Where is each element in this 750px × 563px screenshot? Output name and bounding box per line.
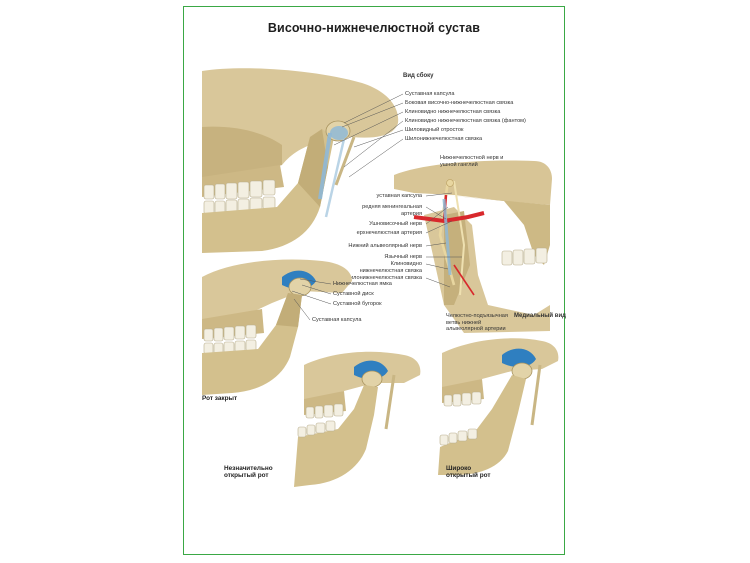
medial-label-4: ерхнечелюстная артерия [356,230,422,236]
lateral-label-2: Боковая височно-нижнечелюстная связка [405,100,514,106]
lateral-label-1: Суставная капсула [405,91,455,97]
lateral-label-5: Шиловидный отросток [405,127,464,133]
closed-label-2: Суставной диск [333,291,374,297]
medial-label-1: уставная капсула [376,193,422,199]
wide-open-illustration [438,338,559,475]
medial-label-5: Нижний альвеолярный нерв [348,243,422,249]
medial-bottom-label: Челюстно-подъязычная ветвь нижней альвео… [446,313,508,333]
medial-label-7: Клиновидно нижнечелюстная связка [359,261,422,274]
closed-mouth-illustration [202,259,352,395]
closed-capsule-label: Суставная капсула [312,317,362,323]
slightly-open-caption: Незначительно открытый рот [224,465,273,480]
closed-label-1: Нижнечелюстная ямка [333,281,392,287]
lateral-label-4: Клиновидно нижнечелюстная связка (фантом… [405,118,526,124]
wide-open-caption: Широко открытый рот [446,465,491,480]
page-title: Височно-нижнечелюстной сустав [267,21,481,35]
slightly-open-illustration [294,351,421,487]
medial-label-2: редняя менингеальная артерия [362,204,422,217]
medial-top-label: Нижнечелюстной нерв и ушной ганглий [440,155,504,168]
lateral-view-caption: Вид сбоку [403,73,434,79]
medial-label-6: Язычный нерв [384,254,422,260]
lateral-label-6: Шилонижнечелюстная связка [405,136,483,142]
poster-frame: Височно-нижнечелюстной сустав [183,6,566,555]
medial-view-caption: Медиальный вид [514,313,566,319]
lateral-view-illustration [202,68,399,253]
lateral-label-3: Клиновидно нижнечелюстная связка [405,109,501,115]
medial-label-3: Ушновисочный нерв [369,221,422,227]
medial-label-8: Шилонижнечелюстная связка [344,275,422,281]
closed-label-3: Суставной бугорок [333,301,382,307]
closed-mouth-caption: Рот закрыт [202,395,238,402]
